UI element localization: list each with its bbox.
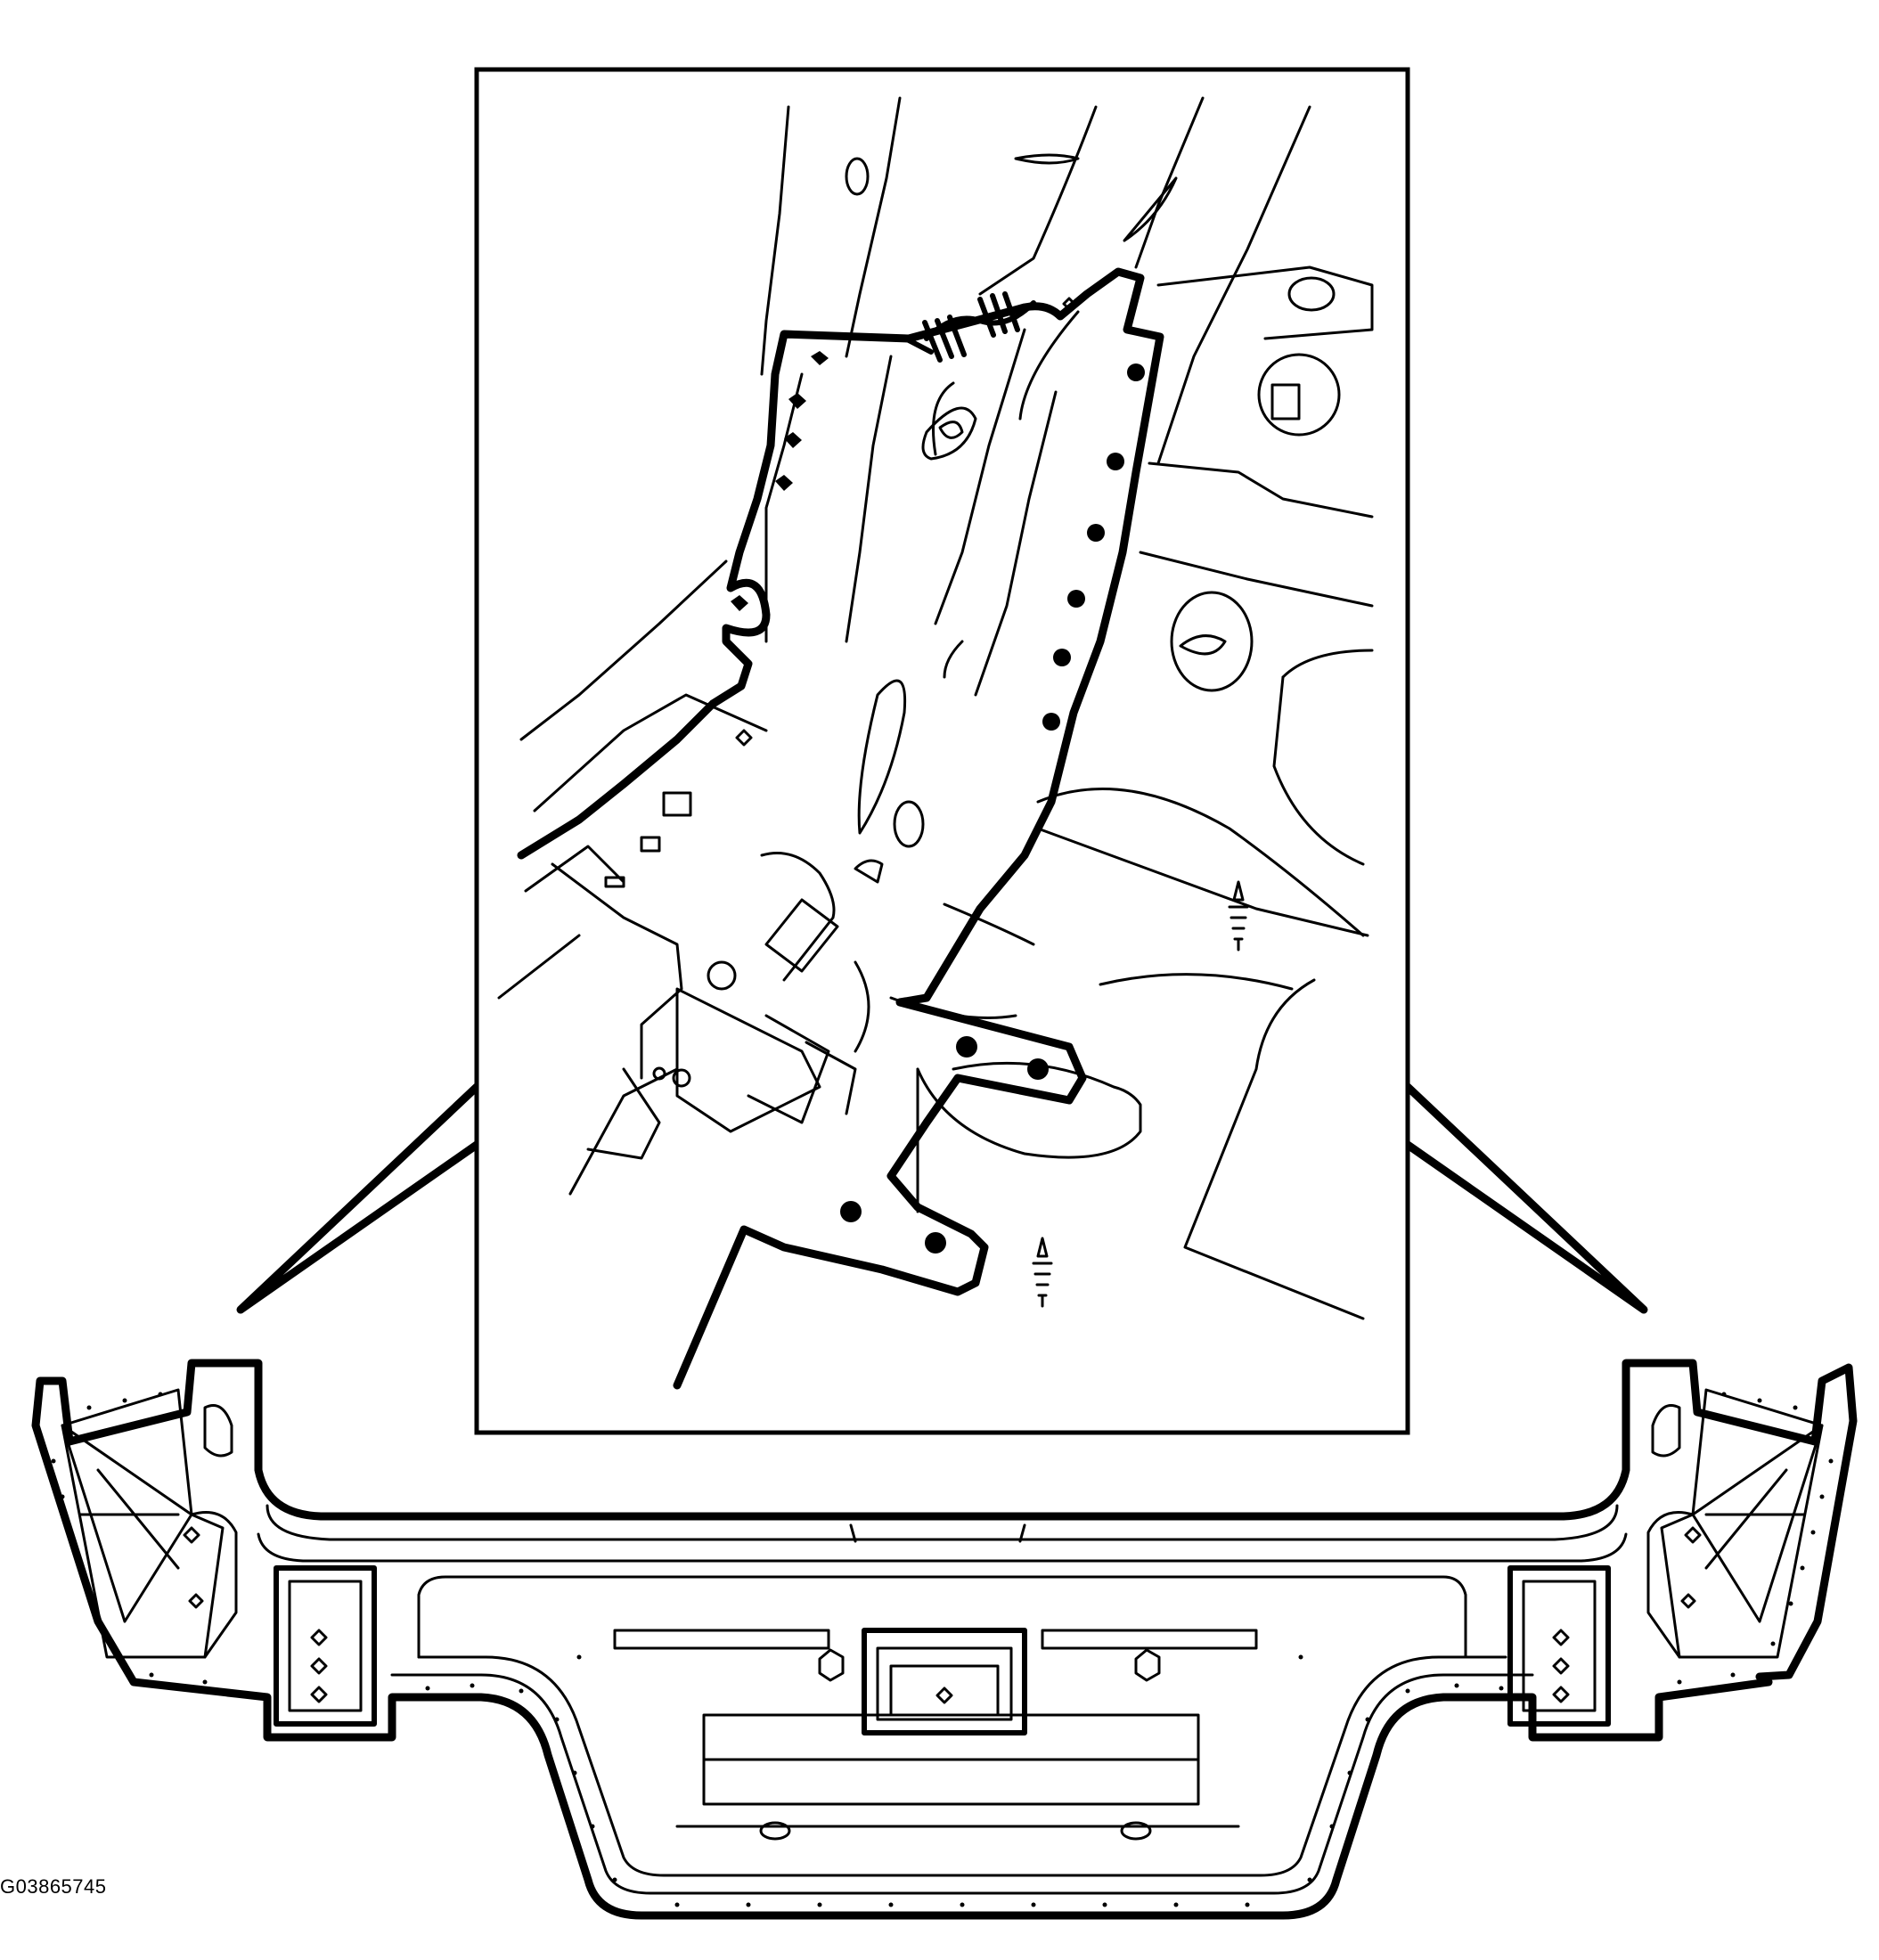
- detail-view-frame: [474, 67, 1410, 1435]
- rear-panel-outline: [31, 1359, 1858, 1920]
- callout-pointers: [236, 1082, 1648, 1314]
- figure-id-label: G03865745: [0, 1875, 107, 1898]
- replacement-section-outline: [673, 267, 1164, 1390]
- rear-panel-assembly: [31, 1359, 1858, 1920]
- cut-marks: [906, 291, 1036, 363]
- detail-view-drawing: [497, 96, 1374, 1390]
